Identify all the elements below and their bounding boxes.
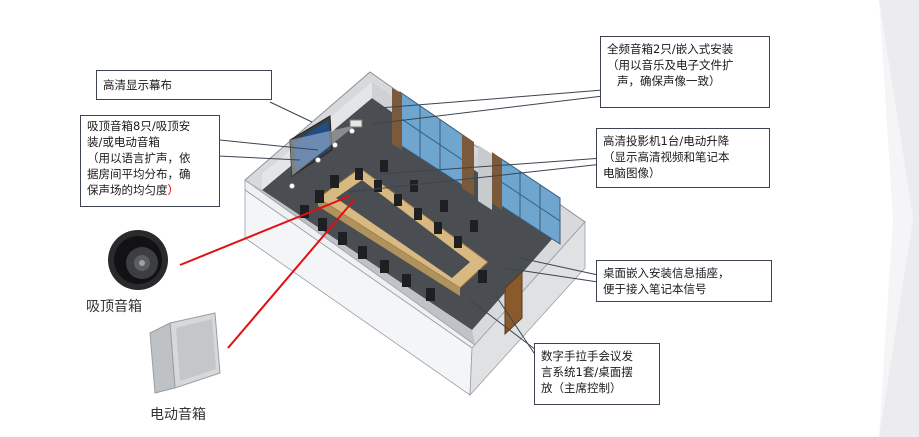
caption-motor-speaker: 电动音箱: [150, 407, 206, 423]
projector: [349, 119, 363, 128]
ceiling-speaker-photo: [98, 225, 178, 303]
full-range-line1: 全频音箱2只/嵌入式安装: [607, 42, 734, 56]
projector-beam: [290, 125, 356, 176]
curtain-right: [492, 152, 502, 210]
ceiling-speakers-line5: 保声场的均匀度: [87, 183, 168, 197]
ceiling-speaker-dots: [289, 128, 355, 189]
slide-chevron-decoration: [879, 0, 919, 437]
desk-socket-line2: 便于接入笔记本信号: [603, 282, 707, 296]
conference-line3: 放（主席控制）: [541, 381, 622, 395]
callout-screen: 高清显示幕布: [96, 70, 272, 100]
projector-line2: （显示高清视频和笔记本: [603, 150, 730, 164]
caption-ceiling-speaker: 吸顶音箱: [86, 299, 142, 315]
callout-screen-text: 高清显示幕布: [103, 78, 172, 92]
conference-line2: 言系统1套/桌面摆: [541, 365, 633, 379]
projector-line1: 高清投影机1台/电动升降: [603, 134, 730, 148]
callout-projector: 高清投影机1台/电动升降 （显示高清视频和笔记本 电脑图像）: [596, 128, 770, 188]
callout-conference-system: 数字手拉手会议发 言系统1套/桌面摆 放（主席控制）: [534, 343, 660, 405]
motor-speaker-photo: [149, 312, 221, 394]
full-range-line3: 声，确保声像一致）: [617, 74, 721, 88]
door: [504, 270, 523, 336]
ceiling-speakers-line4: 据房间平均分布，确: [87, 167, 191, 181]
full-range-line2: （用以音乐及电子文件扩: [607, 58, 734, 72]
ceiling-speakers-line5-end: ）: [167, 183, 180, 197]
chairs: [300, 160, 487, 301]
projector-line3: 电脑图像）: [603, 166, 661, 180]
ceiling-speakers-line2: 装/或电动音箱: [87, 135, 160, 149]
desk-socket-line1: 桌面嵌入安装信息插座，: [603, 266, 730, 280]
callout-desk-socket: 桌面嵌入安装信息插座， 便于接入笔记本信号: [596, 260, 772, 302]
conference-line1: 数字手拉手会议发: [541, 349, 633, 363]
callout-full-range-speakers: 全频音箱2只/嵌入式安装 （用以音乐及电子文件扩 声，确保声像一致）: [600, 36, 770, 108]
ceiling-speakers-line1: 吸顶音箱8只/吸顶安: [87, 119, 191, 133]
red-pointer-lines: [179, 195, 355, 349]
ceiling-speakers-line3: （用以语言扩声，依: [87, 151, 191, 165]
wall-column: [478, 145, 492, 210]
table-inner: [336, 180, 470, 278]
callout-ceiling-speakers: 吸顶音箱8只/吸顶安 装/或电动音箱 （用以语言扩声，依 据房间平均分布，确 保…: [80, 115, 220, 207]
ceiling-speakers-line5-wrap: 保声场的均匀度）: [87, 182, 213, 198]
curtain-left-b: [462, 134, 474, 196]
curtain-left-a: [392, 88, 402, 150]
leader-lines: [217, 89, 604, 357]
